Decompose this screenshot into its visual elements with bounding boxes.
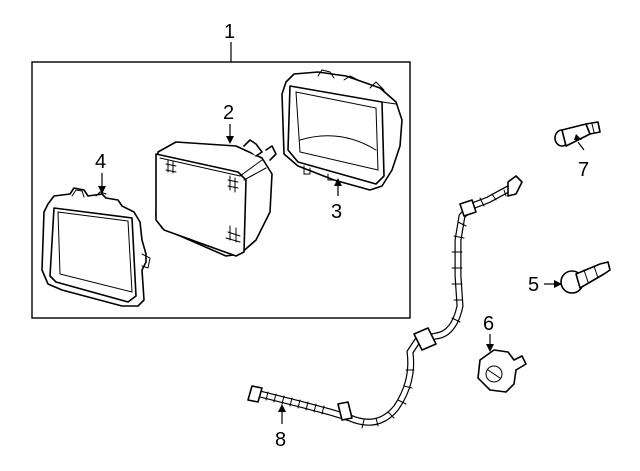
callout-8-arrowhead [278,404,286,412]
callout-5: 5 [528,274,539,296]
lens-pattern [165,159,241,243]
bulb-socket [560,261,611,294]
callout-2: 2 [223,102,234,124]
small-bulb [554,121,601,147]
callout-6: 6 [483,313,494,335]
sealed-beam-headlamp [155,139,277,257]
headlamp-bezel [41,187,151,307]
callout-2-arrowhead [226,136,234,144]
callout-3: 3 [331,201,342,223]
assembly-group-box [31,61,411,319]
callout-8: 8 [275,429,286,451]
callout-7-leader [577,141,585,151]
callout-7-arrowhead [574,134,582,140]
callout-5-arrowhead [554,280,562,288]
callout-6-arrowhead [486,344,494,352]
wiring-harness [247,175,523,429]
callout-3-arrowhead [334,178,342,186]
callout-1: 1 [224,21,235,43]
headlamp-housing [281,69,403,191]
callout-4-arrowhead [98,186,106,194]
callout-4: 4 [95,151,106,173]
callout-7: 7 [578,159,589,181]
socket-retainer [477,349,527,393]
